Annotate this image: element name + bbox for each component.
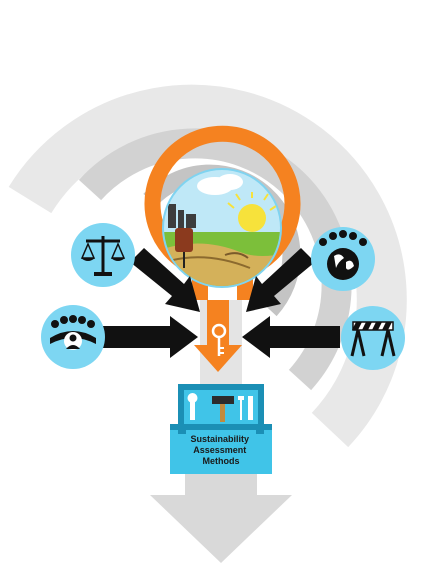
arrow-right-bottom: [242, 316, 340, 358]
tools-icon: [187, 393, 253, 422]
polluted-landscape-icon: [162, 168, 282, 288]
toolbox: Sustainability Assessment Methods: [170, 384, 272, 474]
arrow-left-bottom: [100, 316, 198, 358]
input-arrows: [100, 248, 340, 358]
svg-text:Sustainability Assessmen: Sustainability Assessment Methods: [190, 434, 251, 466]
scales-of-justice-icon: [71, 223, 135, 287]
arrow-left-top: [130, 248, 200, 312]
global-population-icon: [311, 227, 375, 291]
key-icon: [211, 323, 227, 356]
toolbox-label-line-1: Sustainability: [190, 434, 249, 444]
toolbox-label-line-2: Assessment: [193, 445, 246, 455]
toolbox-label-line-3: Methods: [203, 456, 240, 466]
community-group-icon: [41, 305, 105, 369]
arrow-right-top: [246, 248, 315, 312]
barrier-icon: [341, 306, 405, 370]
toolbox-body: [170, 424, 272, 474]
